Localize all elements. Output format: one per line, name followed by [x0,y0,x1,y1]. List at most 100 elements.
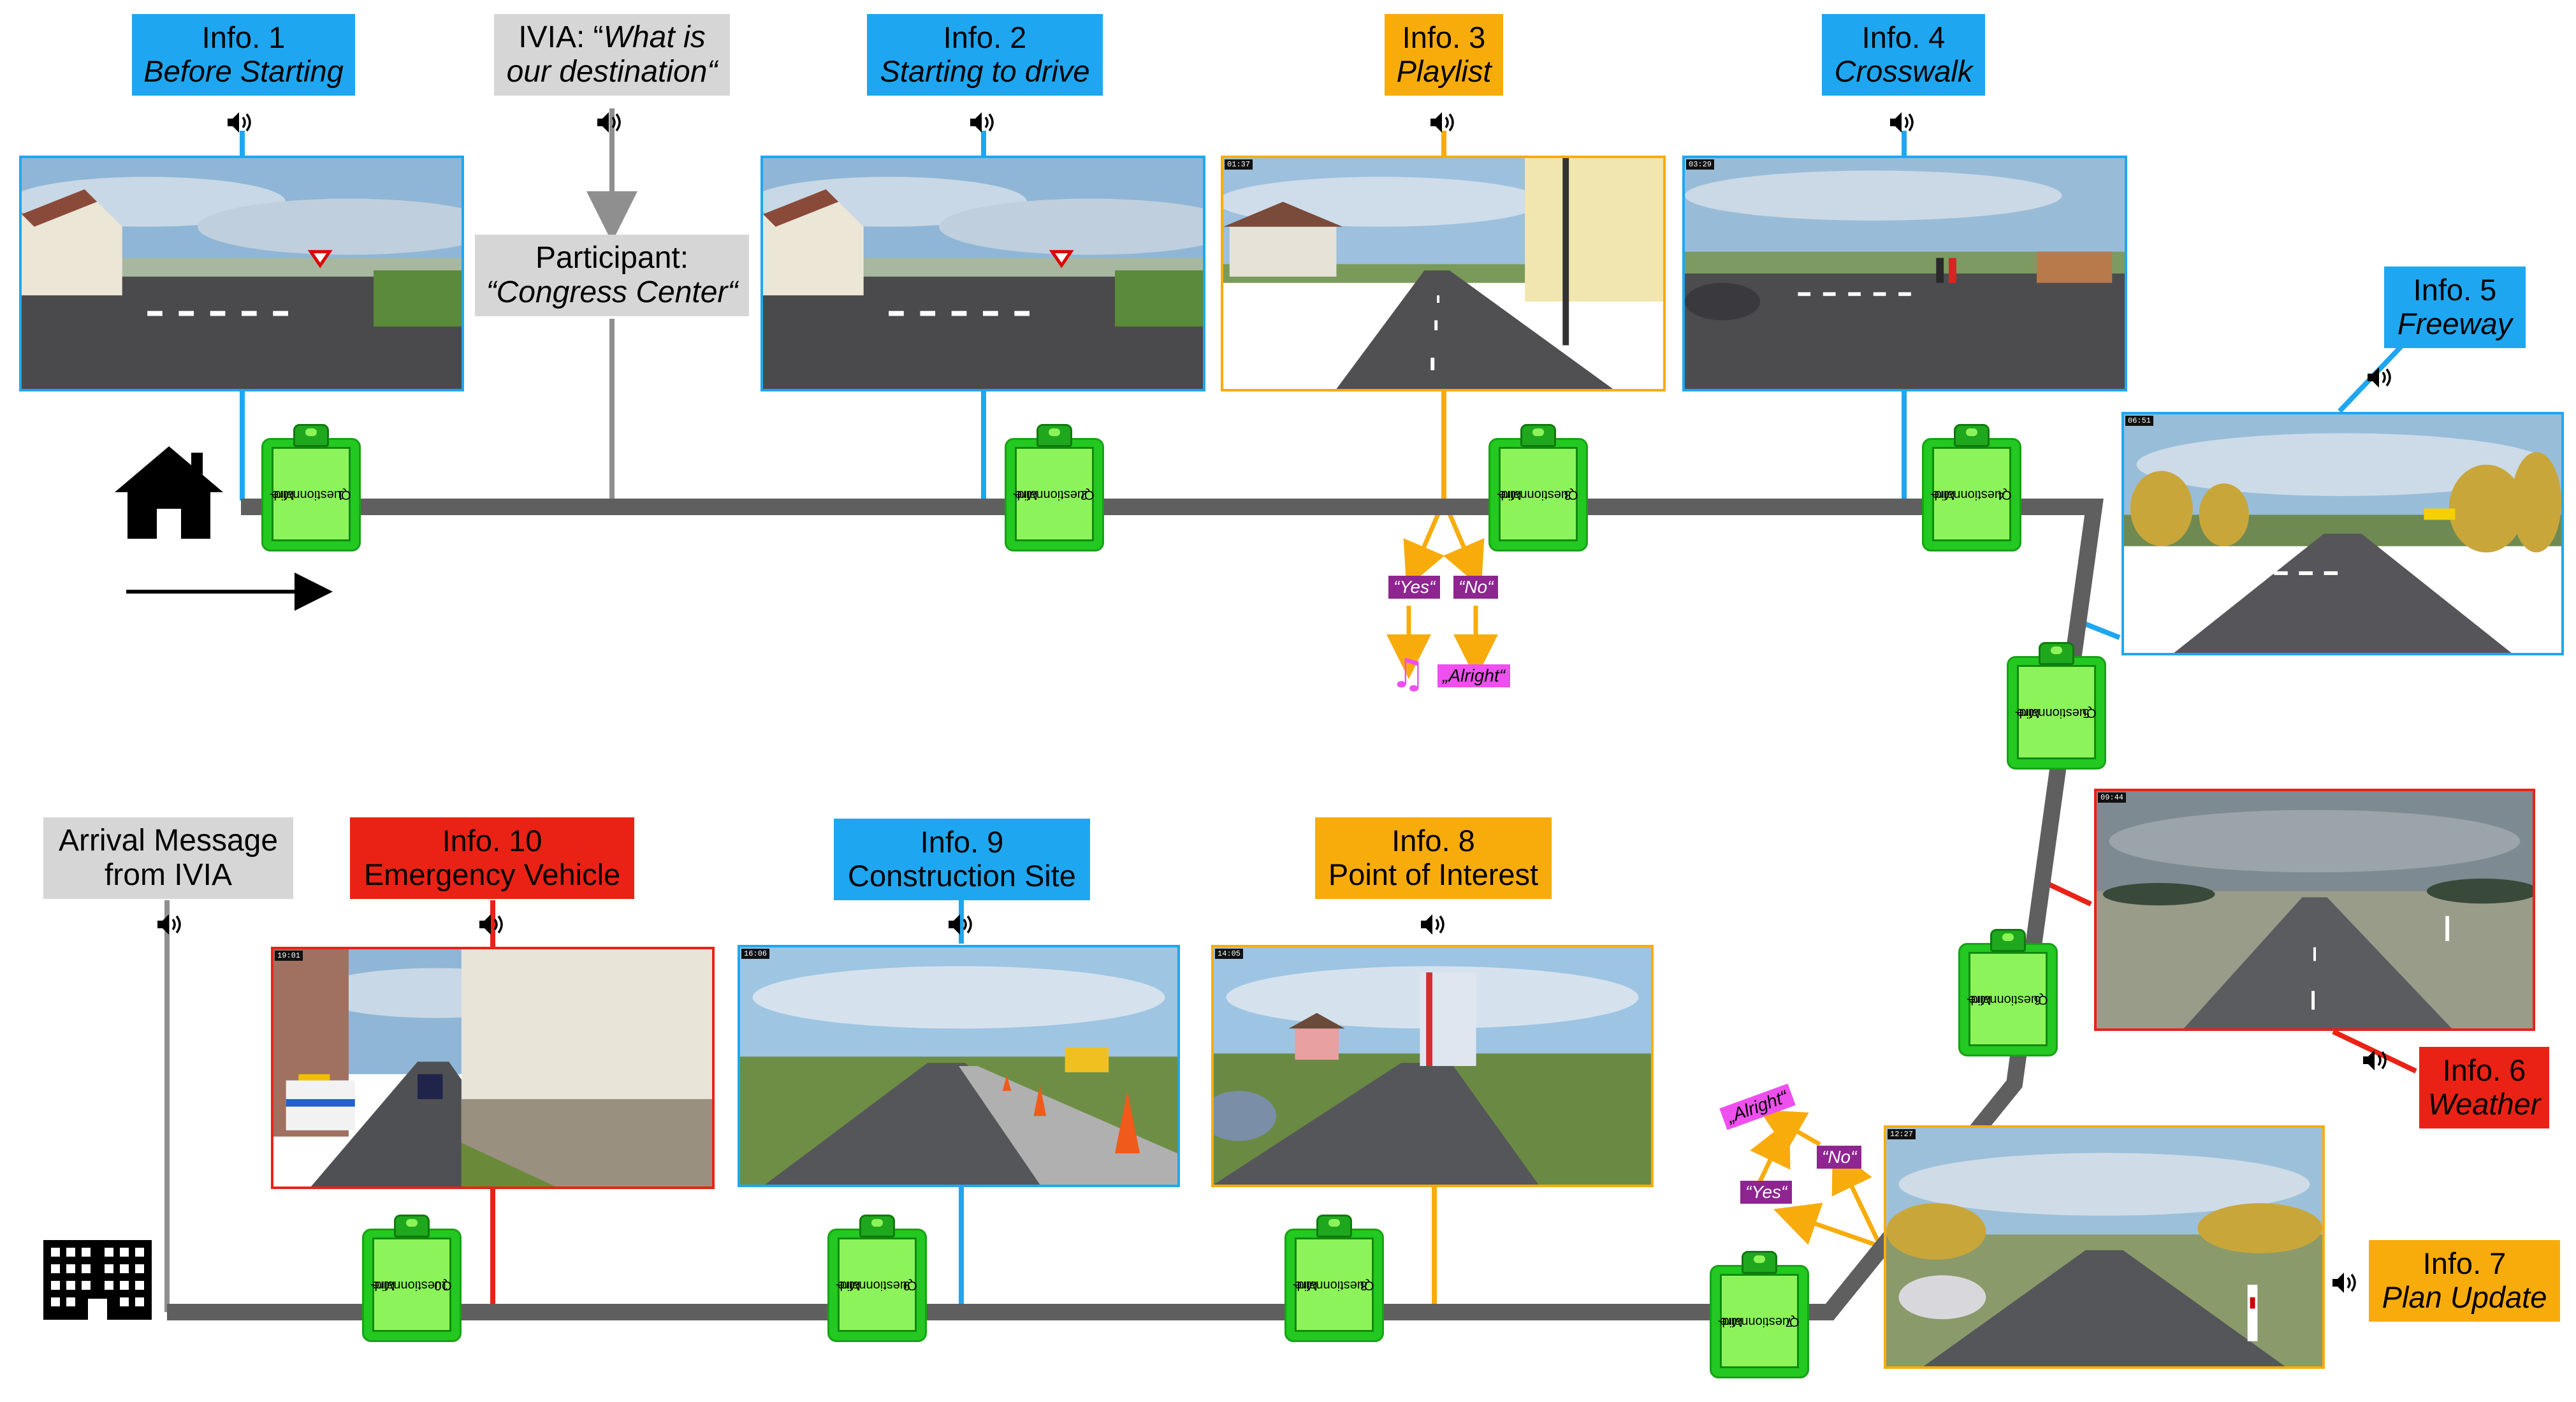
arrival-line2: from IVIA [104,858,233,892]
info-title: Info. 1 [201,20,286,55]
speaker-icon [2332,1273,2356,1293]
info-label-2: Info. 2 Starting to drive [867,14,1103,96]
plan-yes-answer: “Yes“ [1740,1181,1793,1204]
info-subtitle: Point of Interest [1328,858,1539,891]
questionnaire-number: 1 [337,487,344,502]
info-subtitle: Plan Update [2382,1280,2547,1314]
scene-starting-to-drive [760,156,1205,391]
info-subtitle: Freeway [2397,307,2513,340]
info-label-4: Info. 4 Crosswalk [1822,14,1985,96]
participant-answer-label: Participant: “Congress Center“ [475,235,749,316]
ivia-question-line1: What is [603,20,706,55]
participant-line2: “Congress Center“ [486,275,738,309]
speaker-icon [1430,112,1454,133]
scene-weather: 09:44 [2094,789,2535,1031]
playlist-yes-answer: “Yes“ [1388,576,1441,599]
questionnaire-number: 7 [1785,1314,1793,1329]
info-subtitle: Weather [2427,1087,2541,1121]
info-title: Info. 2 [943,20,1027,55]
info-title: Info. 6 [2442,1053,2526,1088]
speaker-icon [479,914,503,935]
building-icon [43,1240,152,1320]
info-title: Info. 8 [1392,824,1475,858]
mid-questionnaire-9: Mid- Questionnaire 9 [827,1215,927,1342]
scene-timestamp: 19:01 [275,951,303,961]
info-subtitle: Before Starting [143,54,344,88]
scene-playlist: 01:37 [1221,156,1666,391]
info-label-1: Info. 1 Before Starting [132,14,355,96]
mid-questionnaire-10: Mid- Questionnaire 10 [362,1215,462,1342]
mid-questionnaire-1: Mid- Questionnaire 1 [261,424,361,551]
scene-before-starting [19,156,464,391]
questionnaire-number: 3 [1564,487,1571,502]
scene-timestamp: 09:44 [2098,792,2127,803]
speaker-icon [597,112,621,133]
scene-timestamp: 12:27 [1888,1129,1916,1139]
info-label-7: Info. 7 Plan Update [2369,1240,2560,1322]
mid-questionnaire-7: Mid- Questionnaire 7 [1710,1251,1809,1378]
info-title: Info. 3 [1402,20,1486,55]
connector-yes-alright [1750,1120,1791,1184]
mid-questionnaire-8: Mid- Questionnaire 8 [1284,1215,1384,1342]
participant-line1: Participant: [535,241,689,275]
scene-construction-site: 16:06 [738,945,1180,1187]
info-subtitle: Playlist [1396,54,1492,88]
speaker-icon [949,914,972,935]
mid-questionnaire-3: Mid- Questionnaire 3 [1488,424,1588,551]
questionnaire-number: 8 [1360,1278,1367,1292]
route-road [167,499,2104,1320]
arrival-message-label: Arrival Message from IVIA [43,817,293,899]
playlist-alright-answer: „Alright“ [1437,664,1511,687]
info-title: Info. 7 [2422,1246,2507,1281]
info-title: Info. 4 [1861,20,1946,55]
connector-plan-no [1831,1146,1883,1248]
scene-point-of-interest: 14:05 [1211,945,1654,1187]
speaker-icon [2363,1050,2387,1070]
scene-crosswalk: 03:29 [1682,156,2127,391]
speaker-icon [1421,914,1444,935]
mid-questionnaire-6: Mid- Questionnaire 6 [1958,929,2058,1056]
arrival-line1: Arrival Message [58,824,279,858]
scene-plan-update: 12:27 [1884,1125,2325,1369]
speaker-icon [157,914,181,935]
mid-questionnaire-4: Mid- Questionnaire 4 [1922,424,2021,551]
ivia-question-line2: our destination“ [506,55,718,89]
connector-plan-yes [1773,1202,1882,1249]
scene-timestamp: 14:05 [1215,949,1244,959]
home-icon [115,446,223,539]
questionnaire-number: 5 [2082,705,2090,720]
ivia-prefix: IVIA: “ [518,20,604,55]
scene-timestamp: 16:06 [741,949,770,959]
speaker-icon [228,112,251,133]
info-subtitle: Construction Site [848,859,1076,893]
info-label-10: Info. 10 Emergency Vehicle [350,817,634,899]
info-title: Info. 9 [920,825,1004,859]
scene-freeway: 06:51 [2121,412,2564,655]
info-subtitle: Starting to drive [880,54,1090,88]
questionnaire-number: 2 [1080,487,1088,502]
scene-timestamp: 06:51 [2125,416,2154,426]
info-label-9: Info. 9 Construction Site [834,819,1090,900]
plan-no-answer: “No“ [1817,1146,1862,1169]
scene-emergency-vehicle: 19:01 [271,947,715,1189]
connector-no-alright-2 [1759,1109,1821,1151]
questionnaire-number: 10 [433,1278,449,1292]
info-subtitle: Emergency Vehicle [363,858,621,891]
info-subtitle: Crosswalk [1834,54,1973,88]
info-label-5: Info. 5 Freeway [2384,267,2526,348]
music-note-icon: ♫ [1390,650,1427,697]
speaker-icon [1890,112,1914,133]
speaker-icon [2368,367,2391,388]
playlist-no-answer: “No“ [1453,576,1499,599]
speaker-icon [970,112,994,133]
scene-timestamp: 01:37 [1225,159,1253,170]
info-label-8: Info. 8 Point of Interest [1315,817,1552,899]
scene-timestamp: 03:29 [1686,159,1715,170]
info-label-6: Info. 6 Weather [2419,1047,2549,1128]
questionnaire-number: 6 [2034,992,2041,1007]
mid-questionnaire-5: Mid- Questionnaire 5 [2007,642,2106,770]
questionnaire-number: 4 [1997,487,2005,502]
info-title: Info. 5 [2413,273,2497,307]
info-label-3: Info. 3 Playlist [1385,14,1503,96]
